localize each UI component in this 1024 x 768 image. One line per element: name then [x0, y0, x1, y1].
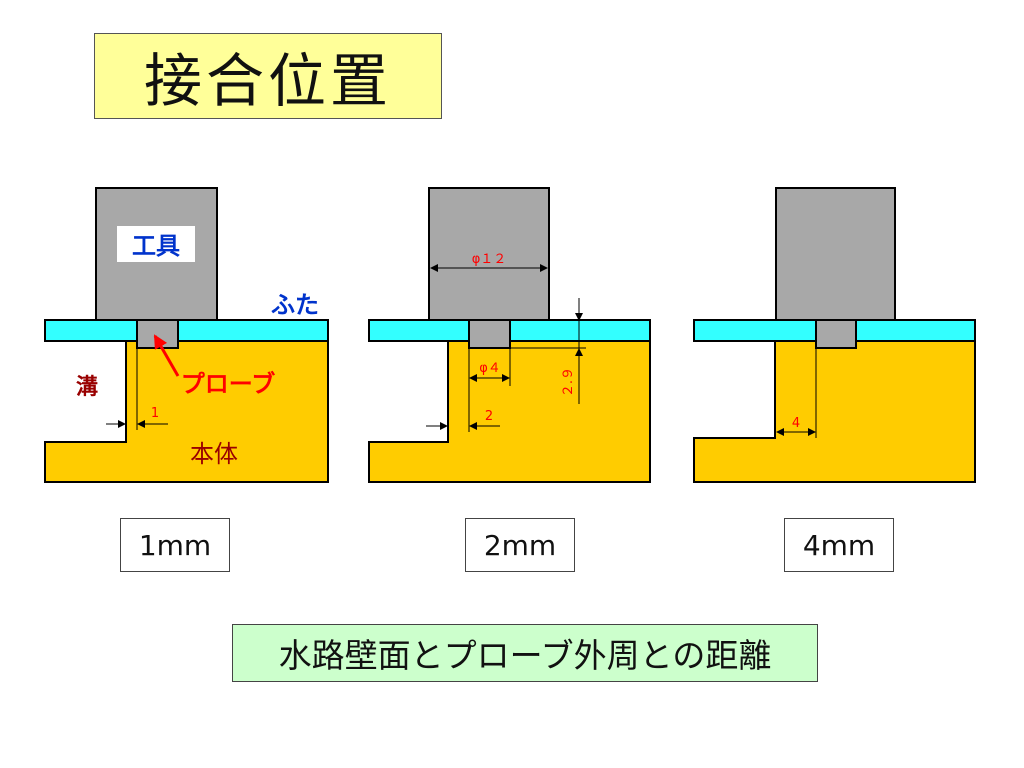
tool-label: 工具: [132, 232, 180, 260]
case-label-1mm: 1mm: [120, 518, 230, 572]
tool-label-box: [117, 226, 195, 262]
lid-label: ふた: [271, 291, 319, 319]
lid-shape: [44, 319, 329, 342]
case-label-2mm: 2mm: [465, 518, 575, 572]
probe-pointer-arrow: [153, 334, 180, 377]
probe-shape: [136, 319, 179, 349]
probe-shape: [815, 319, 857, 349]
probe-label: プローブ: [181, 370, 276, 398]
panel-2mm: φ１２ φ４ ２.９ 2: [368, 187, 651, 483]
panel-4mm: 4: [693, 187, 976, 483]
case-label-4mm: 4mm: [784, 518, 894, 572]
body-label: 本体: [190, 440, 238, 468]
page-title: 接合位置: [94, 33, 442, 119]
dim-value-1: 1: [151, 406, 159, 421]
tool-shape: [428, 187, 550, 321]
dim-value-depth: ２.９: [561, 367, 576, 397]
groove-label: 溝: [76, 374, 98, 400]
dim-value-phi12: φ１２: [472, 252, 507, 267]
body-shape: [693, 340, 976, 483]
dim-value-phi4: φ４: [479, 361, 501, 376]
body-shape: [44, 340, 329, 483]
probe-shape: [468, 319, 511, 349]
tool-shape: [775, 187, 896, 321]
panel-1mm: 工具 ふた 溝 プローブ 本体 1: [44, 187, 329, 483]
dim-value-4: 4: [792, 416, 800, 431]
dim-value-2: 2: [485, 409, 493, 424]
caption: 水路壁面とプローブ外周との距離: [232, 624, 818, 682]
